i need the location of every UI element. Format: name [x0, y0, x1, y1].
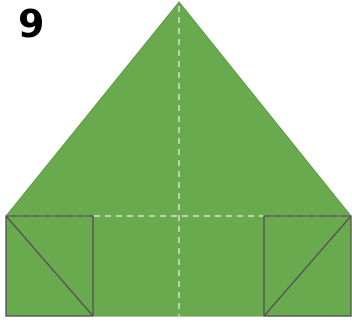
paper-shape: [6, 2, 351, 316]
